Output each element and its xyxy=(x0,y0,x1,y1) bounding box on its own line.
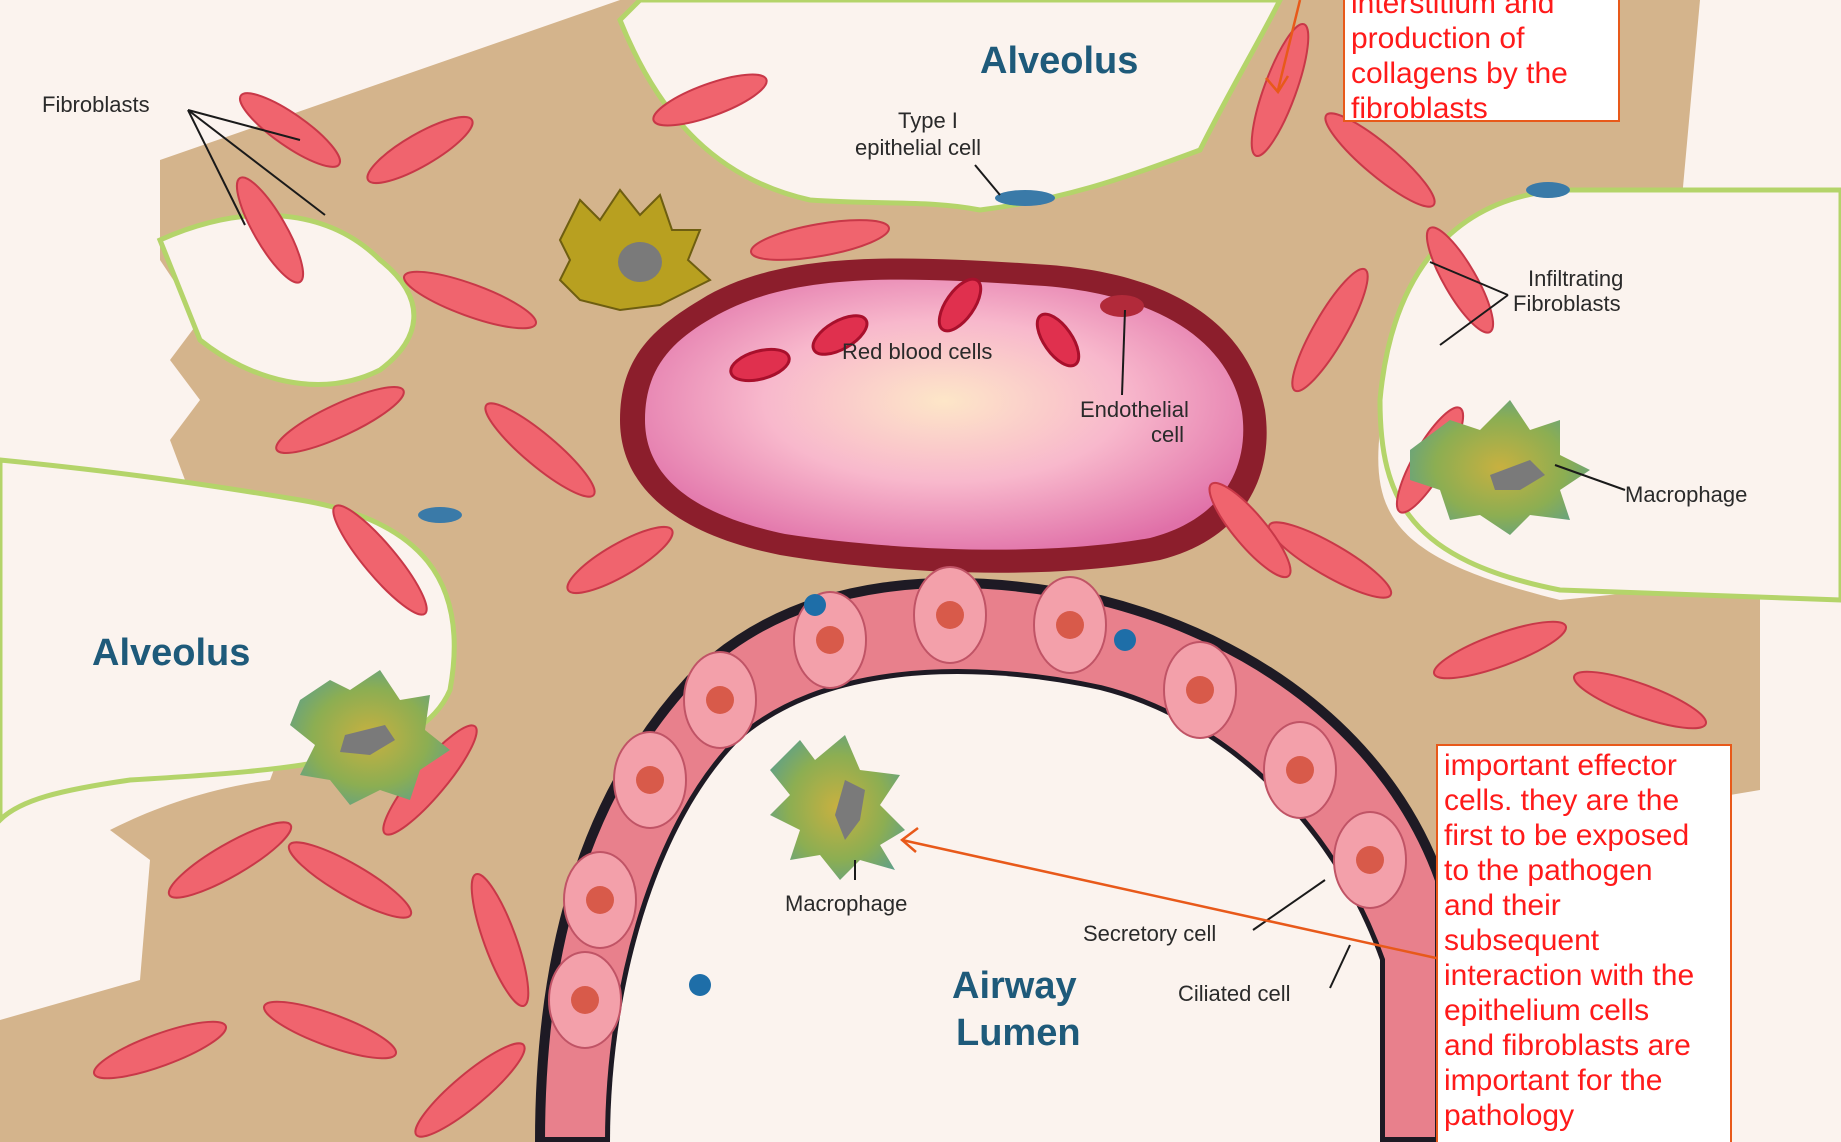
secretory-cell-label: Secretory cell xyxy=(1083,921,1216,946)
ciliated-cell-label: Ciliated cell xyxy=(1178,981,1291,1006)
note-bottom-line-5: and their xyxy=(1444,888,1724,923)
note-bottom-line-10: important for the xyxy=(1444,1063,1724,1098)
endothelial-label-line2: cell xyxy=(1151,422,1184,447)
note-bottom-line-2: cells. they are the xyxy=(1444,783,1724,818)
note-top-line-1: interstitium and xyxy=(1351,0,1612,21)
note-bottom-line-4: to the pathogen xyxy=(1444,853,1724,888)
note-bottom-line-7: interaction with the xyxy=(1444,958,1724,993)
note-top-line-3: collagens by the xyxy=(1351,56,1612,91)
note-top-line-2: production of xyxy=(1351,21,1612,56)
annotation-note-bottom: important effector cells. they are the f… xyxy=(1436,744,1732,1142)
endothelial-label-line1: Endothelial xyxy=(1080,397,1189,422)
macrophage-center-label: Macrophage xyxy=(785,891,907,916)
macrophage-right-label: Macrophage xyxy=(1625,482,1747,507)
alveolus-left-label: Alveolus xyxy=(92,632,250,674)
infiltrating-label-line2: Fibroblasts xyxy=(1513,291,1621,316)
alveolus-top-label: Alveolus xyxy=(980,40,1138,82)
type1-label-line1: Type I xyxy=(898,108,958,133)
fibroblasts-label: Fibroblasts xyxy=(42,92,150,117)
note-bottom-line-3: first to be exposed xyxy=(1444,818,1724,853)
type1-label-line2: epithelial cell xyxy=(855,135,981,160)
note-bottom-line-1: important effector xyxy=(1444,748,1724,783)
airway-label-line2: Lumen xyxy=(956,1012,1081,1054)
annotation-note-top: interstitium and production of collagens… xyxy=(1343,0,1620,122)
infiltrating-label-line1: Infiltrating xyxy=(1528,266,1623,291)
endothelial-cell-nucleus xyxy=(1100,295,1144,317)
airway-label-line1: Airway xyxy=(952,965,1077,1007)
note-bottom-line-9: and fibroblasts are xyxy=(1444,1028,1724,1063)
note-bottom-line-11: pathology xyxy=(1444,1098,1724,1133)
note-top-line-4: fibroblasts xyxy=(1351,91,1612,122)
red-blood-cells-label: Red blood cells xyxy=(842,339,992,364)
note-bottom-line-8: epithelium cells xyxy=(1444,993,1724,1028)
note-bottom-line-6: subsequent xyxy=(1444,923,1724,958)
